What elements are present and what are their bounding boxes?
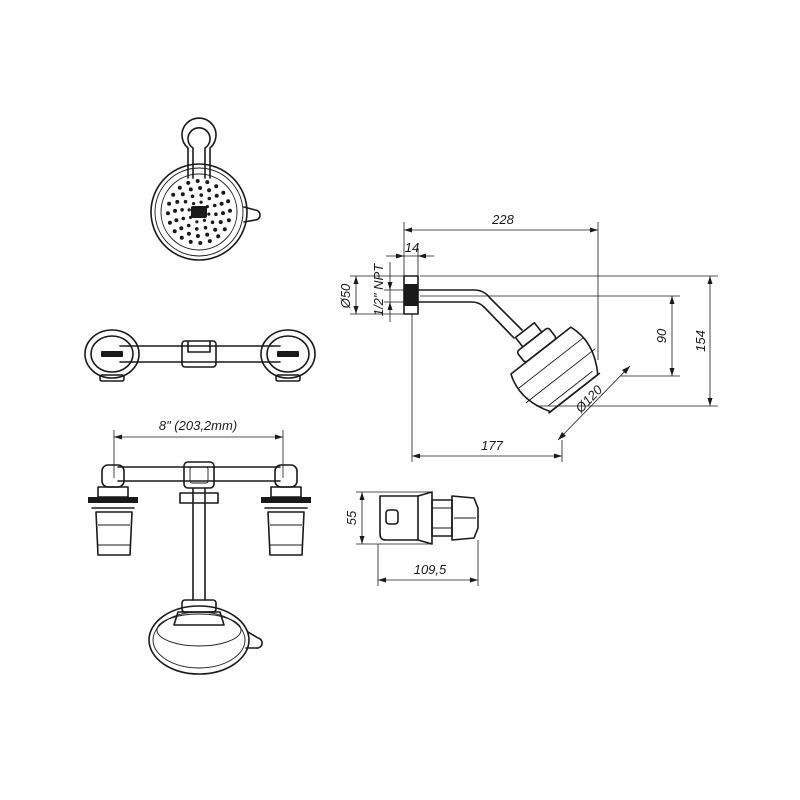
spray-hole xyxy=(207,239,212,244)
valve-side-view: 55 109,5 xyxy=(344,491,479,586)
dim-valve-spacing: 8" (203,2mm) xyxy=(159,418,237,433)
spray-hole xyxy=(171,192,176,197)
spray-hole xyxy=(186,180,191,185)
spray-hole xyxy=(205,232,210,237)
dim-total-height: 154 xyxy=(693,330,708,352)
spray-hole xyxy=(195,220,199,224)
dim-head-diameter: Ø120 xyxy=(572,382,606,417)
spray-hole xyxy=(174,218,179,223)
spray-hole xyxy=(203,225,208,230)
spray-hole xyxy=(167,201,172,206)
shower-arm-side-view: 228 14 Ø50 1/2" NPT 90 154 xyxy=(338,212,718,462)
spray-hole xyxy=(226,199,231,204)
spray-hole xyxy=(180,192,185,197)
spray-hole xyxy=(205,180,210,185)
valve-set-top-view xyxy=(84,329,316,382)
spray-hole xyxy=(179,226,184,231)
spray-hole xyxy=(183,199,188,204)
spray-hole xyxy=(216,234,221,239)
spray-hole xyxy=(187,208,191,212)
spray-hole xyxy=(210,220,215,225)
spray-hole xyxy=(222,227,227,232)
spray-hole xyxy=(195,179,200,183)
spray-hole xyxy=(214,193,219,198)
spray-hole xyxy=(198,241,203,245)
spray-hole xyxy=(179,235,184,240)
spray-hole xyxy=(175,199,180,204)
spray-hole xyxy=(188,239,193,244)
dim-flange-depth: 14 xyxy=(405,240,419,255)
spray-hole xyxy=(180,208,184,212)
spray-hole xyxy=(181,216,186,221)
dim-head-drop: 90 xyxy=(654,328,669,343)
spray-hole xyxy=(186,231,191,236)
dim-total-length: 228 xyxy=(491,212,514,227)
spray-hole xyxy=(199,193,203,197)
spray-hole xyxy=(207,188,212,193)
spray-hole xyxy=(199,200,203,204)
spray-hole xyxy=(221,190,226,195)
spray-hole xyxy=(207,212,211,216)
valve-set-front-view: 8" (203,2mm) xyxy=(88,418,311,675)
dim-horizontal-reach: 177 xyxy=(481,438,503,453)
shower-head-front-view xyxy=(150,117,261,261)
spray-holes-pattern xyxy=(166,179,232,245)
spray-hole xyxy=(192,202,196,206)
spray-hole xyxy=(190,194,195,199)
spray-hole xyxy=(177,185,182,190)
spray-hole xyxy=(198,186,203,190)
spray-hole xyxy=(173,208,177,213)
spray-hole xyxy=(195,227,199,231)
dim-flange-diameter: Ø50 xyxy=(338,283,353,309)
spray-hole xyxy=(226,218,231,223)
spray-hole xyxy=(186,223,191,228)
spray-hole xyxy=(195,234,200,238)
dim-thread: 1/2" NPT xyxy=(371,263,386,316)
spray-hole xyxy=(228,208,232,213)
spray-hole xyxy=(202,218,206,222)
spray-hole xyxy=(188,187,193,192)
spray-hole xyxy=(214,184,219,189)
spray-hole xyxy=(214,212,218,216)
spray-hole xyxy=(166,211,170,216)
dim-valve-height: 55 xyxy=(344,510,359,525)
spray-hole xyxy=(219,201,224,206)
spray-hole xyxy=(218,220,223,225)
spray-hole xyxy=(207,196,212,201)
spray-hole xyxy=(221,211,225,216)
spray-hole xyxy=(212,203,217,208)
spray-hole xyxy=(172,229,177,234)
spray-hole xyxy=(213,227,218,232)
dim-valve-length: 109,5 xyxy=(414,562,447,577)
spray-hole xyxy=(167,220,172,225)
